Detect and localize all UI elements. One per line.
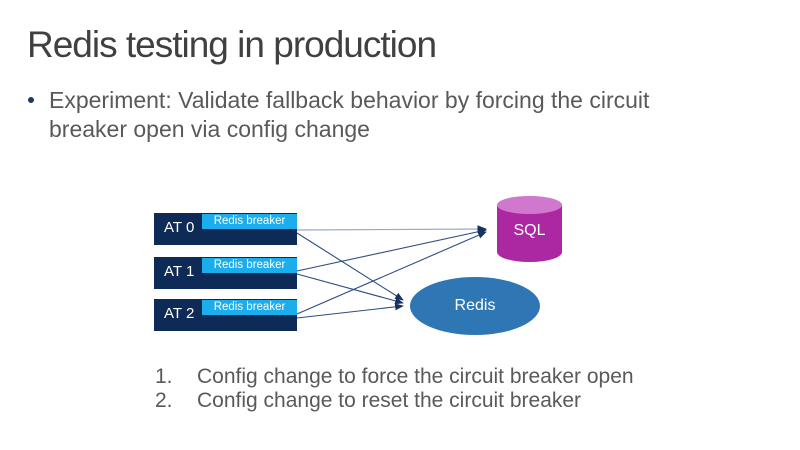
connector-at1-redis	[296, 273, 404, 305]
bullet-line-1: Experiment: Validate fallback behavior b…	[49, 87, 650, 113]
connector-at1-sql	[296, 228, 487, 272]
step-item-2: 2. Config change to reset the circuit br…	[155, 389, 634, 413]
sql-cylinder-body	[497, 205, 562, 262]
redis-node: Redis	[410, 277, 540, 335]
slide-title: Redis testing in production	[27, 24, 437, 65]
sql-cylinder-top	[497, 196, 562, 214]
bullet-text: Experiment: Validate fallback behavior b…	[49, 86, 649, 144]
node-at2-label: AT 2	[164, 305, 195, 322]
node-at1-label: AT 1	[164, 263, 195, 280]
step-1-text: Config change to force the circuit break…	[197, 365, 634, 388]
node-at2-redis-breaker-chip: Redis breaker	[202, 300, 297, 315]
bullet-dot-icon	[28, 97, 34, 103]
step-2-text: Config change to reset the circuit break…	[197, 389, 582, 412]
step-1-number: 1.	[155, 365, 173, 388]
connector-at0-sql	[296, 225, 487, 233]
connector-at2-redis	[296, 303, 404, 319]
bullet-item: Experiment: Validate fallback behavior b…	[28, 86, 778, 144]
node-at2: AT 2 Redis breaker	[154, 299, 297, 331]
connector-at0-redis	[296, 232, 404, 301]
step-item-1: 1. Config change to force the circuit br…	[155, 365, 634, 389]
redis-label: Redis	[454, 297, 496, 314]
sql-database-cylinder: SQL	[497, 196, 562, 262]
bullet-line-2: breaker open via config change	[49, 116, 370, 142]
node-at0-label: AT 0	[164, 219, 195, 236]
node-at1: AT 1 Redis breaker	[154, 257, 297, 289]
steps-list: 1. Config change to force the circuit br…	[155, 365, 634, 413]
sql-label: SQL	[513, 222, 546, 239]
node-at0: AT 0 Redis breaker	[154, 213, 297, 245]
node-at0-redis-breaker-chip: Redis breaker	[202, 214, 297, 229]
node-at1-redis-breaker-chip: Redis breaker	[202, 258, 297, 273]
step-2-number: 2.	[155, 389, 173, 412]
